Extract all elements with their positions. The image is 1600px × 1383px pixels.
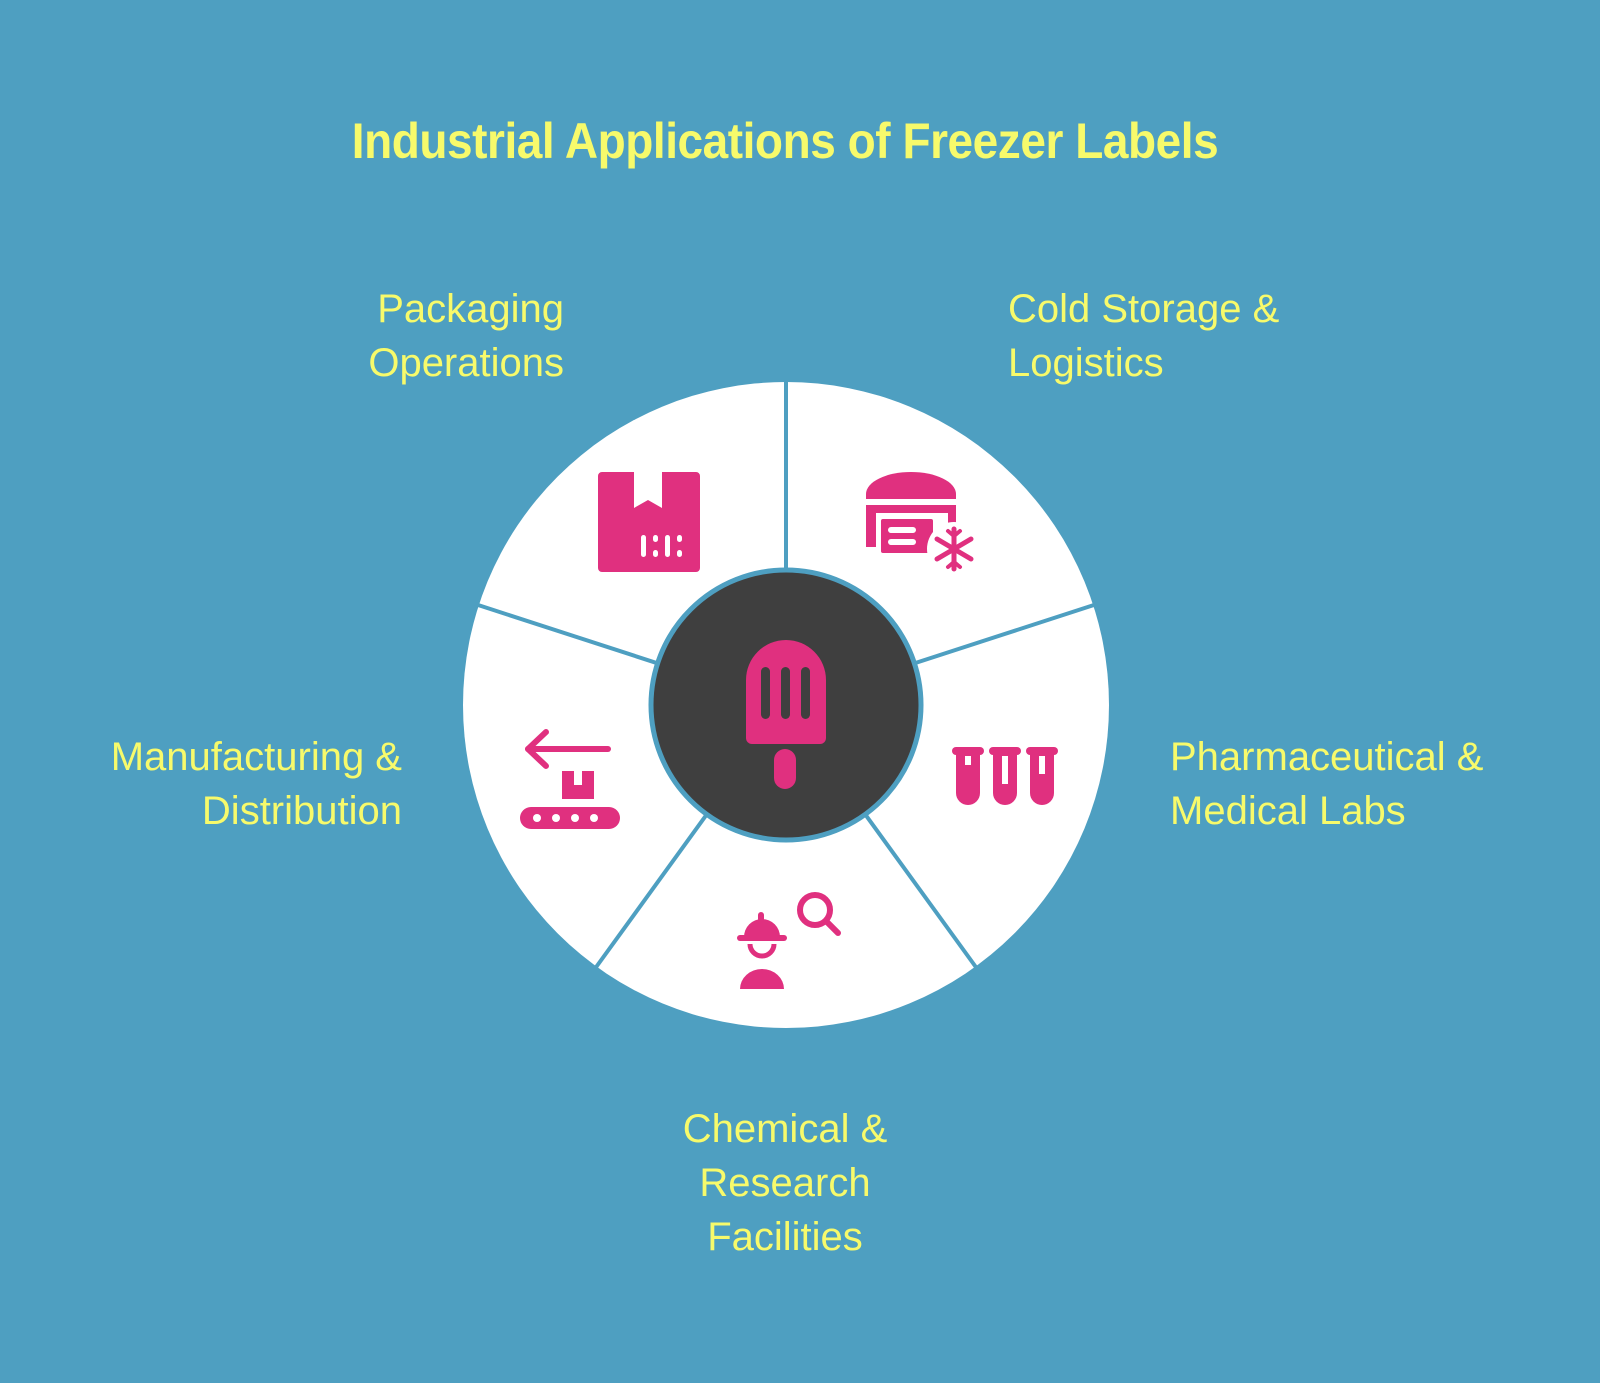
label-line: Cold Storage & — [1008, 287, 1280, 331]
label-chemical-research-facilities: Chemical & Research Facilities — [640, 1102, 930, 1264]
label-line: Chemical & — [682, 1107, 888, 1151]
label-line: Operations — [368, 341, 564, 385]
page-title: Industrial Applications of Freezer Label… — [351, 113, 1219, 169]
label-line: Medical Labs — [1170, 789, 1406, 833]
package-box-icon — [598, 472, 700, 572]
label-packaging-operations: Packaging Operations — [368, 282, 564, 390]
label-pharmaceutical-medical-labs: Pharmaceutical & Medical Labs — [1170, 730, 1483, 838]
label-line: Distribution — [201, 789, 402, 833]
popsicle-icon — [746, 640, 826, 789]
label-line: Logistics — [1008, 341, 1164, 385]
label-manufacturing-distribution: Manufacturing & Distribution — [111, 730, 402, 838]
conveyor-belt-icon — [520, 729, 620, 829]
label-line: Manufacturing & — [110, 735, 402, 779]
label-line: Packaging — [377, 287, 564, 331]
label-line: Research — [699, 1161, 871, 1205]
label-cold-storage-logistics: Cold Storage & Logistics — [1008, 282, 1279, 390]
cold-warehouse-icon — [866, 472, 981, 576]
worker-search-icon — [737, 892, 841, 989]
test-tubes-icon — [952, 747, 1058, 805]
label-line: Pharmaceutical & — [1170, 735, 1484, 779]
label-line: Facilities — [707, 1215, 863, 1259]
